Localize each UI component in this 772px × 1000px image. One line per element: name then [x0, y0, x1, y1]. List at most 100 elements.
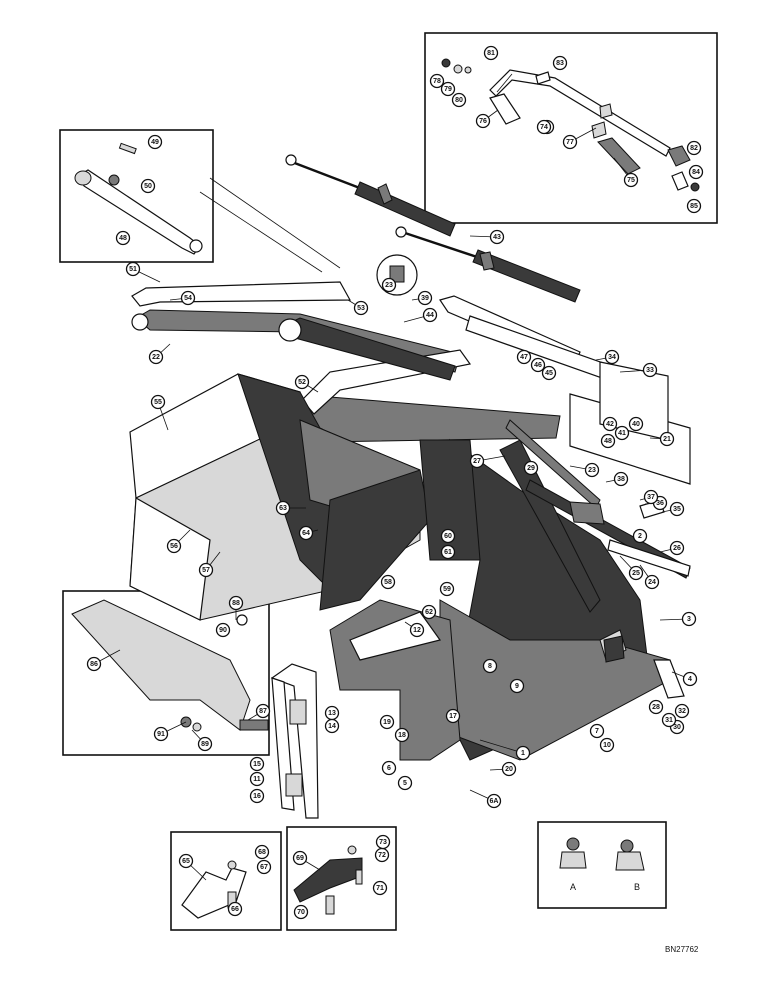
callout-number: 71 — [376, 885, 384, 892]
callout-47: 47 — [516, 349, 532, 365]
callout-number: 62 — [425, 609, 433, 616]
callout-number: 59 — [443, 586, 451, 593]
callout-number: 80 — [455, 97, 463, 104]
callout-number: 88 — [232, 600, 240, 607]
callout-2: 2 — [632, 528, 648, 544]
callout-number: 6A — [490, 798, 499, 805]
inset-box-fittings — [537, 821, 667, 909]
cutting-edge — [71, 599, 269, 732]
callout-number: 26 — [673, 545, 681, 552]
callout-66: 66 — [227, 901, 243, 917]
callout-number: 56 — [170, 543, 178, 550]
callout-45: 45 — [541, 365, 557, 381]
callout-59: 59 — [439, 581, 455, 597]
callout-number: 30 — [673, 724, 681, 731]
callout-9: 9 — [509, 678, 525, 694]
callout-87: 87 — [255, 703, 271, 719]
callout-number: 52 — [298, 379, 306, 386]
callout-43: 43 — [489, 229, 505, 245]
callout-5: 5 — [397, 775, 413, 791]
callout-29: 29 — [523, 460, 539, 476]
callout-number: 85 — [690, 203, 698, 210]
callout-74: 74 — [536, 119, 552, 135]
callout-number: 10 — [603, 742, 611, 749]
callout-41: 41 — [614, 425, 630, 441]
side-bracket — [270, 663, 319, 819]
callout-37: 37 — [643, 489, 659, 505]
callout-number: 61 — [444, 549, 452, 556]
callout-number: 63 — [279, 505, 287, 512]
callout-35: 35 — [669, 501, 685, 517]
callout-6: 6 — [381, 760, 397, 776]
callout-38: 38 — [613, 471, 629, 487]
inset-pointer-line — [199, 191, 323, 273]
callout-58: 58 — [380, 574, 396, 590]
callout-number: 45 — [545, 370, 553, 377]
callout-number: 33 — [646, 367, 654, 374]
callout-71: 71 — [372, 880, 388, 896]
callout-48: 48 — [115, 230, 131, 246]
callout-number: 58 — [384, 579, 392, 586]
callout-number: 75 — [627, 177, 635, 184]
callout-63: 63 — [275, 500, 291, 516]
callout-number: 6 — [387, 765, 391, 772]
callout-54: 54 — [180, 290, 196, 306]
callout-number: 69 — [296, 855, 304, 862]
callout-88: 88 — [228, 595, 244, 611]
callout-number: 67 — [260, 864, 268, 871]
callout-8: 8 — [482, 658, 498, 674]
callout-13: 13 — [324, 705, 340, 721]
callout-44: 44 — [422, 307, 438, 323]
callout-90: 90 — [215, 622, 231, 638]
callout-27: 27 — [469, 453, 485, 469]
callout-number: 12 — [413, 627, 421, 634]
callout-4: 4 — [682, 671, 698, 687]
callout-number: 79 — [444, 86, 452, 93]
callout-72: 72 — [374, 847, 390, 863]
callout-83: 83 — [552, 55, 568, 71]
callout-28: 28 — [648, 699, 664, 715]
loader-arms — [131, 281, 691, 485]
callout-76: 76 — [475, 113, 491, 129]
grease-fitting-b: B — [615, 839, 645, 892]
callout-33: 33 — [642, 362, 658, 378]
callout-21: 21 — [659, 431, 675, 447]
callout-number: 87 — [259, 708, 267, 715]
callout-61: 61 — [440, 544, 456, 560]
callout-number: 34 — [608, 354, 616, 361]
callout-number: 27 — [473, 458, 481, 465]
callout-26: 26 — [669, 540, 685, 556]
callout-69: 69 — [292, 850, 308, 866]
callout-42: 42 — [602, 416, 618, 432]
callout-number: 42 — [606, 421, 614, 428]
callout-6a: 6A — [486, 793, 502, 809]
callout-34: 34 — [604, 349, 620, 365]
callout-number: 53 — [357, 305, 365, 312]
callout-25: 25 — [628, 565, 644, 581]
callout-number: 47 — [520, 354, 528, 361]
grease-fitting-a: A — [559, 837, 587, 892]
callout-number: 73 — [379, 839, 387, 846]
callout-80: 80 — [451, 92, 467, 108]
callout-number: 86 — [90, 661, 98, 668]
callout-number: 74 — [540, 124, 548, 131]
callout-86: 86 — [86, 656, 102, 672]
callout-19: 19 — [379, 714, 395, 730]
callout-number: 44 — [426, 312, 434, 319]
callout-22: 22 — [148, 349, 164, 365]
callout-51: 51 — [125, 261, 141, 277]
callout-number: 14 — [328, 723, 336, 730]
main-frame — [329, 419, 671, 761]
fitting-label-b: B — [634, 882, 640, 892]
callout-number: 55 — [154, 399, 162, 406]
callout-89: 89 — [197, 736, 213, 752]
callout-number: 1 — [521, 750, 525, 757]
callout-number: 39 — [421, 295, 429, 302]
callout-16: 16 — [249, 788, 265, 804]
callout-39: 39 — [417, 290, 433, 306]
callout-number: 22 — [152, 354, 160, 361]
callout-number: 57 — [202, 567, 210, 574]
callout-number: 7 — [595, 728, 599, 735]
callout-84: 84 — [688, 164, 704, 180]
